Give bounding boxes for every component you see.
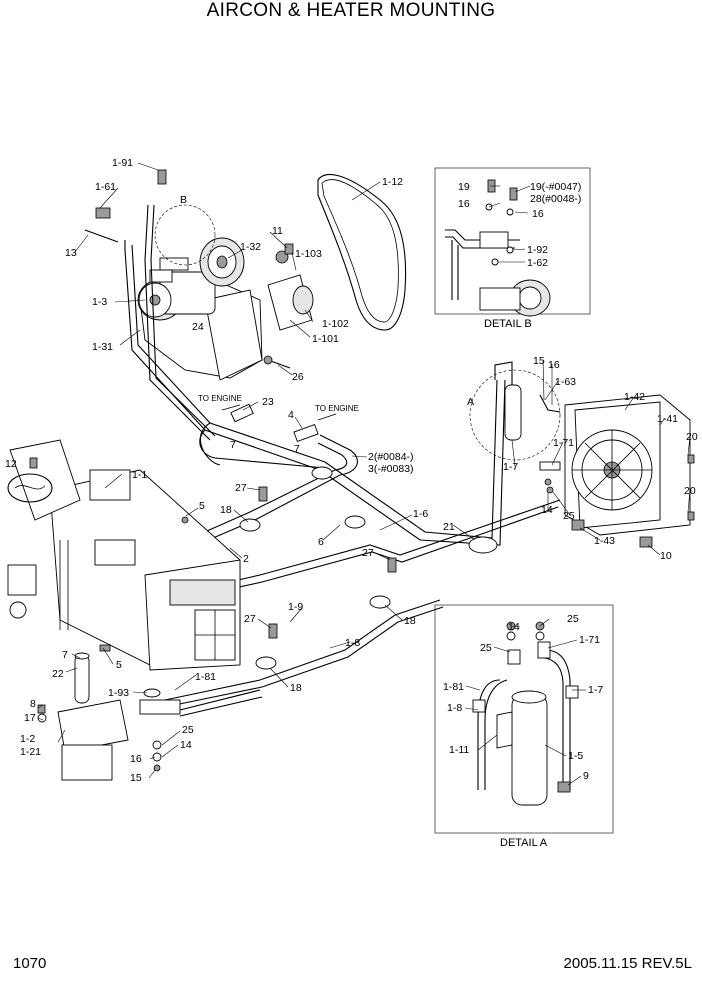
callout-5a: 5	[199, 500, 205, 512]
callout-1-81: 1-81	[195, 671, 216, 683]
detail-b-label: DETAIL B	[484, 318, 532, 330]
to-engine-note-1: TO ENGINE	[198, 394, 242, 403]
callout-20b: 20	[684, 485, 696, 497]
callout-1-8b: 1-8	[447, 702, 462, 714]
callout-14b: 14	[541, 504, 553, 516]
callout-1-91: 1-91	[112, 157, 133, 169]
callout-10: 10	[660, 550, 672, 562]
view-a-marker: A	[467, 396, 474, 408]
callout-13: 13	[65, 247, 77, 259]
callout-1-71b: 1-71	[579, 634, 600, 646]
callout-19-0047: 19(-#0047)	[530, 181, 581, 193]
callout-26: 26	[292, 371, 304, 383]
callout-6: 6	[318, 536, 324, 548]
callout-25b: 25	[563, 510, 575, 522]
callout-16a: 16	[130, 753, 142, 765]
callout-1-32: 1-32	[240, 241, 261, 253]
callout-1-62: 1-62	[527, 257, 548, 269]
callout-1-21: 1-21	[20, 746, 41, 758]
callout-1-11: 1-11	[449, 744, 469, 756]
detail-b-box	[434, 167, 591, 317]
callout-14a: 14	[180, 739, 192, 751]
leader-lines	[37, 162, 691, 786]
callout-7a: 7	[230, 439, 236, 451]
callout-9: 9	[583, 770, 589, 782]
callout-1-103: 1-103	[295, 248, 322, 260]
callout-1-2: 1-2	[20, 733, 35, 745]
callout-28-0048: 28(#0048-)	[530, 193, 581, 205]
callout-1-93: 1-93	[108, 687, 129, 699]
callout-1-12: 1-12	[382, 176, 403, 188]
callout-25d: 25	[480, 642, 492, 654]
callout-18a: 18	[220, 504, 232, 516]
callout-2: 2	[243, 553, 249, 565]
callout-27c: 27	[244, 613, 256, 625]
callout-14c: 14	[508, 621, 520, 633]
callout-11: 11	[272, 225, 283, 237]
callout-24: 24	[192, 321, 204, 333]
callout-2-0084: 2(#0084-)	[368, 451, 414, 463]
page-title: AIRCON & HEATER MOUNTING	[206, 0, 496, 21]
callout-21: 21	[443, 521, 455, 533]
callout-1-101: 1-101	[312, 333, 339, 345]
compressor-assembly	[84, 169, 314, 381]
callout-1-8: 1-8	[345, 637, 360, 649]
callout-1-63: 1-63	[555, 376, 576, 388]
callout-1-61: 1-61	[95, 181, 116, 193]
callout-19: 19	[458, 181, 470, 193]
callout-15b: 15	[533, 355, 545, 367]
callout-1-31: 1-31	[92, 341, 113, 353]
callout-4: 4	[288, 409, 294, 421]
callout-1-1: 1-1	[132, 469, 147, 481]
callout-1-5: 1-5	[568, 750, 583, 762]
callout-22: 22	[52, 668, 64, 680]
callout-12: 12	[5, 458, 17, 470]
callout-1-7a: 1-7	[503, 461, 518, 473]
callout-7c: 7	[62, 649, 68, 661]
revision-footer: 2005.11.15 REV.5L	[563, 955, 692, 972]
callout-23: 23	[262, 396, 274, 408]
callout-27a: 27	[235, 482, 247, 494]
callout-1-42: 1-42	[624, 391, 645, 403]
callout-18b: 18	[404, 615, 416, 627]
callout-16b: 16	[458, 198, 470, 210]
callout-1-71a: 1-71	[553, 437, 574, 449]
callout-3-0083: 3(-#0083)	[368, 463, 414, 475]
callout-8: 8	[30, 698, 36, 710]
heater-unit	[7, 439, 241, 671]
engine-valves	[221, 403, 337, 443]
condenser-assembly	[469, 361, 695, 548]
callout-1-92: 1-92	[527, 244, 548, 256]
callout-25a: 25	[182, 724, 194, 736]
callout-1-9: 1-9	[288, 601, 303, 613]
callout-1-81b: 1-81	[443, 681, 464, 693]
callout-1-43: 1-43	[594, 535, 615, 547]
callout-1-7b: 1-7	[588, 684, 603, 696]
callout-16c: 16	[532, 208, 544, 220]
callout-1-41: 1-41	[657, 413, 678, 425]
callout-1-6: 1-6	[413, 508, 428, 520]
callout-5b: 5	[116, 659, 122, 671]
callout-20a: 20	[686, 431, 698, 443]
callout-17: 17	[24, 712, 36, 724]
misc-parts	[37, 644, 181, 781]
detail-a-label: DETAIL A	[500, 837, 548, 849]
callout-1-3: 1-3	[92, 296, 107, 308]
to-engine-note-2: TO ENGINE	[315, 404, 359, 413]
page-number: 1070	[13, 955, 47, 972]
detail-12	[7, 457, 53, 503]
callout-25c: 25	[567, 613, 579, 625]
callout-18c: 18	[290, 682, 302, 694]
clamps	[239, 466, 498, 670]
callout-7b: 7	[294, 443, 300, 455]
view-b-marker: B	[180, 194, 187, 206]
callout-1-102: 1-102	[322, 318, 349, 330]
callout-15a: 15	[130, 772, 142, 784]
callout-27b: 27	[362, 547, 374, 559]
drive-belt	[317, 173, 407, 331]
callout-16d: 16	[548, 359, 560, 371]
callout-labels: 1-91 1-61 13 1-3 1-31 24 1-32 11 1-103 1…	[5, 157, 698, 849]
